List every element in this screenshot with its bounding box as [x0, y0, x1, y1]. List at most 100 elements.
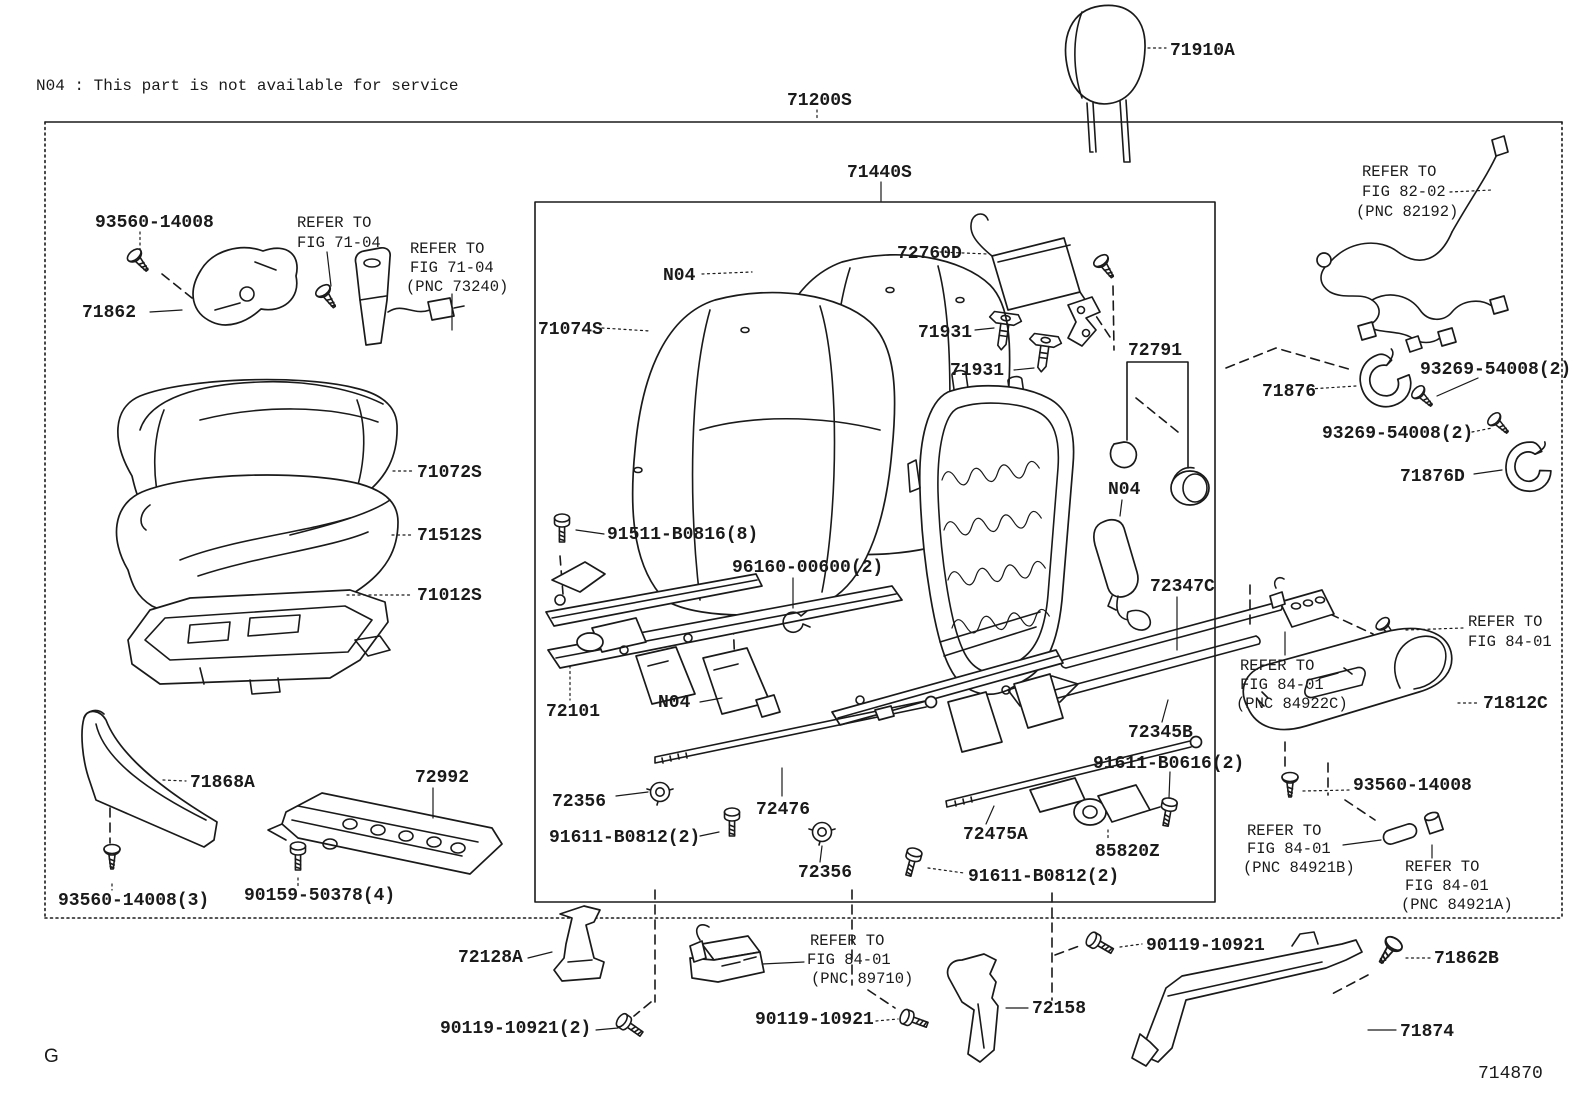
refer-line: FIG 71-04 — [297, 234, 381, 252]
refer-line: REFER TO — [1468, 613, 1542, 631]
part-label-85820z: 85820Z — [1095, 842, 1160, 862]
shield-71812c-drawing — [1242, 627, 1453, 731]
bolt-91611-b0616-drawing — [1157, 796, 1179, 828]
part-label-71910a: 71910A — [1170, 41, 1235, 61]
part-label-71868a: 71868A — [190, 773, 255, 793]
bracket-72158-drawing — [946, 953, 999, 1063]
refer-line: (PNC 84922C) — [1236, 695, 1348, 713]
part-label-72356-front: 72356 — [552, 792, 606, 812]
part-label-93560-right: 93560-14008 — [1353, 776, 1472, 796]
part-label-72356-rear: 72356 — [798, 863, 852, 883]
back-cover-71074s-drawing — [631, 291, 896, 616]
part-label-90119-left: 90119-10921(2) — [440, 1019, 591, 1039]
screw-93560-right-drawing — [1281, 771, 1299, 798]
refer-line: REFER TO — [1362, 163, 1436, 181]
support-71874-drawing — [1131, 931, 1363, 1067]
part-label-93269-upper: 93269-54008(2) — [1420, 360, 1571, 380]
knob-72791-drawing — [1170, 466, 1210, 506]
seat-frame-71012s-drawing — [127, 589, 391, 695]
refer-line: (PNC 89710) — [811, 970, 913, 988]
part-label-91611-b0812-left: 91611-B0812(2) — [549, 828, 700, 848]
part-label-91511-b0816: 91511-B0816(8) — [607, 525, 758, 545]
nut-72356-front-drawing — [646, 781, 674, 806]
switch-block-drawing — [1269, 576, 1335, 628]
refer-note-fig84-01-screw: REFER TO FIG 84-01 — [1468, 613, 1552, 651]
shield-71862-drawing — [192, 247, 298, 326]
part-label-72158: 72158 — [1032, 999, 1086, 1019]
part-label-93269-lower: 93269-54008(2) — [1322, 424, 1473, 444]
part-label-71512s: 71512S — [417, 526, 482, 546]
refer-line: (PNC 84921B) — [1243, 859, 1355, 877]
part-label-91611-b0812-right: 91611-B0812(2) — [968, 867, 1119, 887]
bolt-90119-center-drawing — [897, 1007, 931, 1033]
part-label-71931-lower: 71931 — [950, 361, 1004, 381]
part-label-n04-backcover: N04 — [663, 266, 696, 286]
refer-note-fig84-01-pnc89710: REFER TO FIG 84-01 (PNC 89710) — [807, 932, 913, 988]
screw-93560x3-drawing — [103, 843, 121, 870]
part-label-71931-upper: 71931 — [918, 323, 972, 343]
refer-line: REFER TO — [810, 932, 884, 950]
refer-line: FIG 71-04 — [410, 259, 494, 277]
part-label-90119-center: 90119-10921 — [755, 1010, 874, 1030]
part-label-71874: 71874 — [1400, 1022, 1454, 1042]
refer-line: REFER TO — [410, 240, 484, 258]
refer-note-fig71-04: REFER TO FIG 71-04 — [297, 214, 381, 252]
part-label-72128a: 72128A — [458, 948, 523, 968]
refer-note-fig84-01-pnc84922c: REFER TO FIG 84-01 (PNC 84922C) — [1236, 657, 1348, 713]
inner-assembly-box — [534, 201, 1216, 903]
knob-72791-group — [1109, 361, 1210, 506]
ring-96160-drawing — [782, 610, 811, 633]
part-label-90119-right: 90119-10921 — [1146, 936, 1265, 956]
bolt-91611-b0812-left-drawing — [723, 807, 741, 837]
figure-number: 714870 — [1478, 1064, 1543, 1084]
seat-back-frame-drawing — [907, 369, 1079, 707]
hook-71876d-drawing — [1505, 441, 1552, 493]
part-label-71876: 71876 — [1262, 382, 1316, 402]
part-label-93560-x3: 93560-14008(3) — [58, 891, 209, 911]
motor-85820z-drawing — [1073, 784, 1161, 826]
part-label-n04-airbag: N04 — [1108, 480, 1141, 500]
screw-amplifier-drawing — [1090, 251, 1120, 283]
bolt-91511-drawing — [553, 513, 571, 543]
screw-belt-anchor-drawing — [312, 281, 342, 313]
refer-line: (PNC 84921A) — [1401, 896, 1513, 914]
nut-72356-rear-drawing — [808, 821, 836, 846]
part-label-71812c: 71812C — [1483, 694, 1548, 714]
part-label-71072s: 71072S — [417, 463, 482, 483]
service-note: N04 : This part is not available for ser… — [36, 77, 458, 95]
refer-note-fig82-02: REFER TO FIG 82-02 (PNC 82192) — [1356, 163, 1458, 221]
refer-line: (PNC 73240) — [406, 278, 508, 296]
bolt-90119-left-drawing — [613, 1011, 647, 1041]
refer-note-fig84-01-pnc84921a: REFER TO FIG 84-01 (PNC 84921A) — [1401, 858, 1513, 914]
bolt-90159-drawing — [289, 841, 307, 871]
seat-belt-buckle-drawing — [354, 247, 465, 346]
part-label-71876d: 71876D — [1400, 467, 1465, 487]
refer-line: REFER TO — [1247, 822, 1321, 840]
part-label-71012s: 71012S — [417, 586, 482, 606]
part-label-71862: 71862 — [82, 303, 136, 323]
pin-refF-drawing — [1382, 811, 1444, 845]
outer-assembly-box — [44, 121, 1563, 919]
assembly-label-71440s: 71440S — [847, 163, 912, 183]
part-label-90159: 90159-50378(4) — [244, 886, 395, 906]
construction-lines — [109, 273, 1376, 1017]
refer-line: FIG 84-01 — [1405, 877, 1489, 895]
leader-lines — [111, 47, 1503, 1031]
bolt-91611-b0812-right-drawing — [900, 845, 924, 879]
refer-line: REFER TO — [1240, 657, 1314, 675]
part-label-72760d: 72760D — [897, 244, 962, 264]
airbag-module-n04-drawing — [1093, 518, 1152, 631]
part-label-93560-14008-topleft: 93560-14008 — [95, 213, 214, 233]
plate-72992-drawing — [267, 792, 503, 875]
part-label-n04-rail: N04 — [658, 693, 691, 713]
bracket-72128a-drawing — [553, 905, 605, 982]
part-label-72476: 72476 — [756, 800, 810, 820]
part-label-72347c: 72347C — [1150, 577, 1215, 597]
hook-71876-drawing — [1359, 348, 1412, 408]
rod-72475a-drawing — [945, 735, 1203, 813]
screw-93269-lower-drawing — [1484, 409, 1514, 439]
part-label-72345b: 72345B — [1128, 723, 1193, 743]
refer-line: REFER TO — [1405, 858, 1479, 876]
part-label-72475a: 72475A — [963, 825, 1028, 845]
